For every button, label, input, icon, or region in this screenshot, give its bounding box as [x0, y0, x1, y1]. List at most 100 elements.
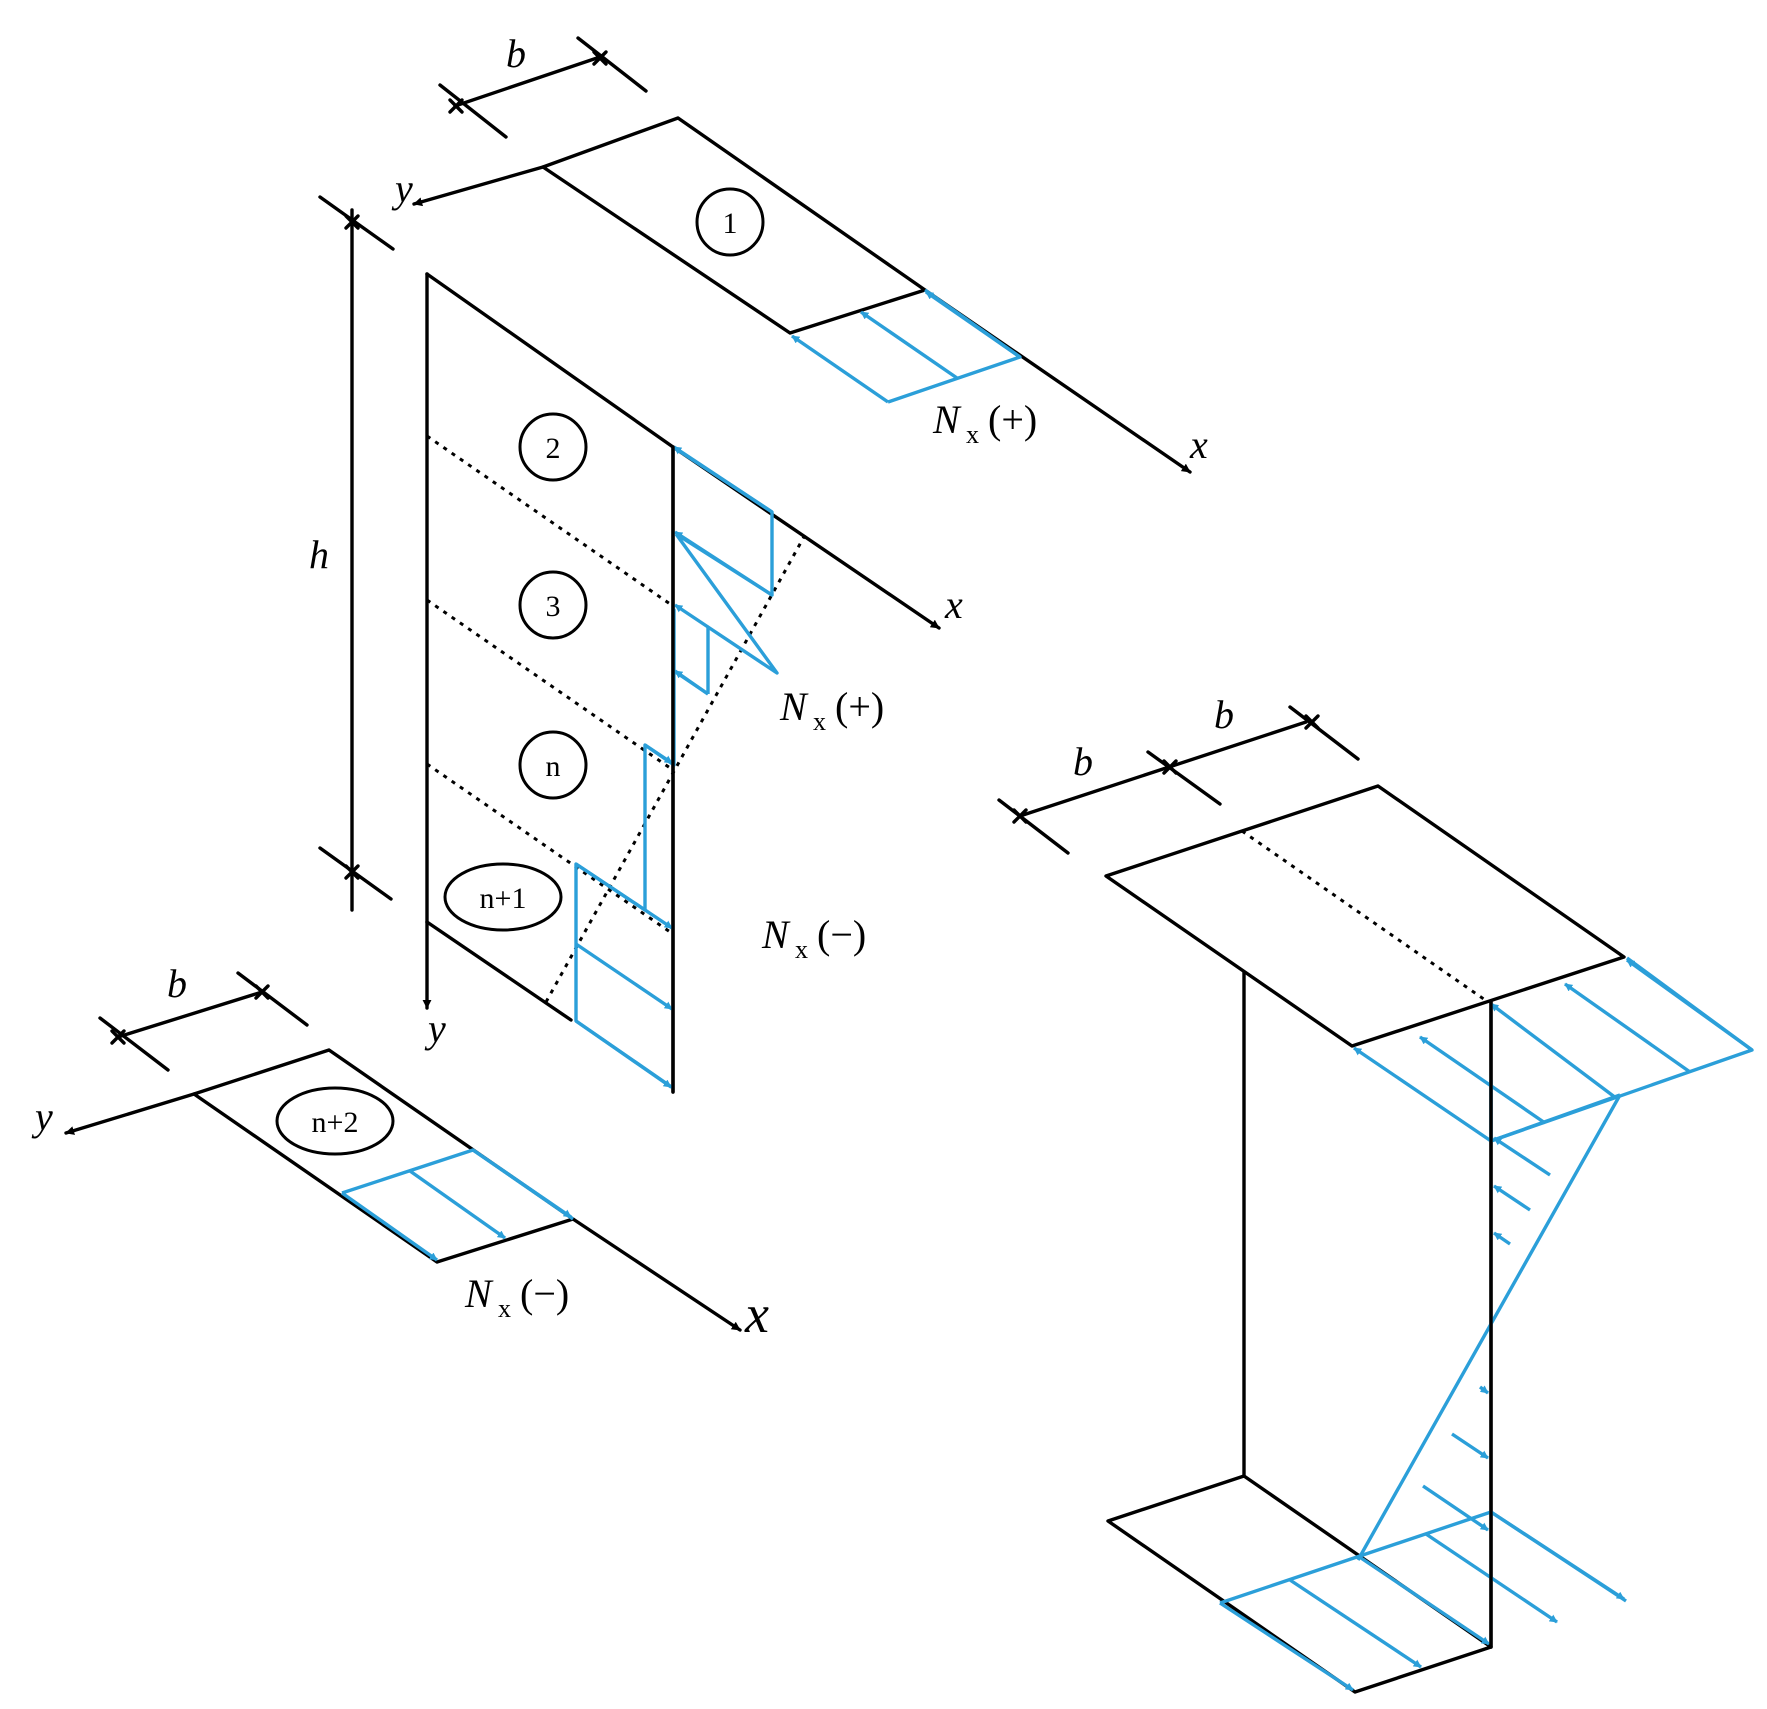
dimension-b-label: b — [167, 961, 187, 1006]
x-axis-label: x — [744, 1284, 769, 1344]
dimension-cross — [1304, 714, 1320, 730]
stress-arrow — [674, 603, 709, 629]
stress-arrow — [1419, 1035, 1546, 1125]
dimension-cross — [592, 50, 608, 66]
dimension-cross — [1012, 808, 1028, 824]
web-bottom-edge — [425, 920, 573, 1022]
strip-label-n-plus-2: n+2 — [312, 1106, 359, 1139]
web-stress-diagonal — [1356, 1093, 1622, 1561]
dimension-b-label: b — [506, 31, 526, 76]
stress-arrow — [1493, 1184, 1531, 1212]
dimension-tick — [318, 195, 395, 251]
stress-arrow — [1564, 982, 1691, 1074]
dimension-cross — [448, 98, 464, 114]
y-axis-label: y — [424, 1006, 446, 1051]
dimension-labels: b h b b b — [167, 31, 1234, 1006]
assembled-top-flange — [1104, 784, 1626, 1048]
force-symbol: N — [761, 912, 791, 957]
force-sign: (+) — [988, 397, 1037, 442]
bottom-dimension-line — [116, 990, 264, 1039]
force-label-web-upper: N x (+) — [779, 684, 884, 736]
stress-arrow — [791, 334, 889, 404]
stress-arrow — [575, 862, 673, 930]
strip-label-circle — [695, 187, 765, 257]
strip-label-n: n — [546, 750, 561, 783]
axis-labels: y x x y y x — [31, 166, 1208, 1344]
top-flange-element — [412, 36, 1192, 474]
assembled-bottom-stress-outline — [1219, 1510, 1627, 1605]
bottom-flange-x-axis — [571, 1217, 742, 1332]
stress-arrow — [673, 445, 773, 514]
dimension-tick — [236, 971, 309, 1027]
strip-label-ellipse — [275, 1086, 395, 1156]
strip-label-3: 3 — [546, 590, 561, 623]
strip-label-ellipse — [443, 862, 563, 932]
stress-arrow — [674, 669, 709, 696]
dimension-b-label: b — [1073, 739, 1093, 784]
stress-arrow — [1357, 1554, 1490, 1646]
stress-arrow — [1626, 958, 1753, 1052]
force-subscript: x — [813, 707, 826, 736]
stress-arrow — [1493, 1136, 1551, 1177]
stress-arrow — [1353, 1046, 1492, 1143]
dimension-h-label: h — [309, 532, 329, 577]
y-axis-label: y — [391, 166, 413, 211]
bottom-flange-outline — [192, 1048, 575, 1264]
web-outline — [425, 272, 675, 1094]
strip-label-circle — [518, 412, 588, 482]
force-label-top-flange: N x (+) — [932, 397, 1037, 449]
strip-labels: 1 2 3 n n+1 n+2 — [275, 187, 765, 1156]
top-flange-y-axis — [412, 165, 545, 207]
stress-arrow — [409, 1169, 506, 1240]
stress-arrow — [575, 1019, 672, 1089]
stress-arrow — [341, 1191, 438, 1262]
dimension-tick — [997, 798, 1070, 855]
web-flange-junction-line — [1241, 829, 1489, 1004]
assembled-bottom-flange — [1106, 1474, 1493, 1694]
dimension-cross — [344, 864, 360, 880]
stress-arrow — [1451, 1432, 1489, 1460]
stress-arrow — [472, 1148, 572, 1219]
top-dimension-line — [453, 56, 599, 108]
dimension-tick — [98, 1016, 170, 1072]
stress-arrow — [575, 942, 673, 1011]
stress-arrow — [1478, 1385, 1490, 1395]
y-axis-label: y — [31, 1094, 53, 1139]
stress-arrow — [1219, 1601, 1354, 1692]
bottom-flange-element — [64, 971, 742, 1332]
assembled-i-beam — [997, 705, 1754, 1694]
stress-arrow — [1489, 1002, 1618, 1100]
force-sign: (−) — [817, 912, 866, 957]
web-stress-steps — [574, 445, 779, 1090]
dimension-tick — [1288, 705, 1360, 761]
force-symbol: N — [932, 397, 962, 442]
dimension-cross — [110, 1029, 126, 1045]
dimension-cross — [254, 984, 270, 1000]
dimension-cross — [1162, 759, 1178, 775]
dimension-b-label: b — [1214, 692, 1234, 737]
strip-label-2: 2 — [546, 432, 561, 465]
stress-arrow — [1422, 1484, 1489, 1532]
force-sign: (+) — [835, 684, 884, 729]
bottom-flange-y-axis — [64, 1092, 196, 1135]
force-symbol: N — [464, 1271, 494, 1316]
dimension-tick — [1146, 750, 1222, 806]
stress-arrow — [1490, 1510, 1625, 1601]
force-symbol: N — [779, 684, 809, 729]
force-label-bottom-flange: N x (−) — [464, 1271, 569, 1323]
force-subscript: x — [498, 1294, 511, 1323]
strip-label-1: 1 — [723, 207, 738, 240]
force-subscript: x — [795, 935, 808, 964]
stress-arrow — [925, 290, 1021, 359]
web-element — [318, 195, 941, 1094]
force-label-web-lower: N x (−) — [761, 912, 866, 964]
force-subscript: x — [966, 420, 979, 449]
x-axis-label: x — [1189, 422, 1208, 467]
strip-label-circle — [518, 570, 588, 640]
stress-arrow — [1493, 1231, 1511, 1246]
bottom-flange-stress-outline — [341, 1148, 574, 1221]
force-sign: (−) — [520, 1271, 569, 1316]
stress-arrow — [644, 743, 673, 765]
assembled-dimension-line — [1018, 720, 1308, 818]
stress-arrow — [1289, 1578, 1422, 1669]
